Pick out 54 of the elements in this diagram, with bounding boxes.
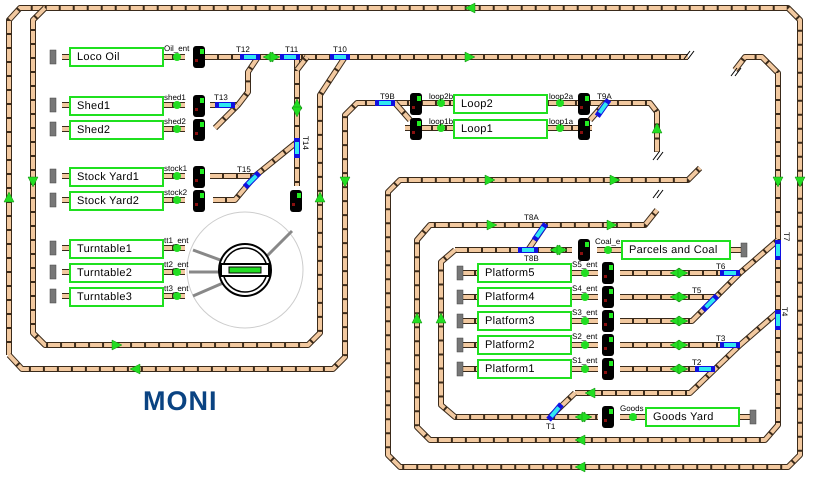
track-label: loop1a (549, 117, 574, 126)
track-label: T13 (214, 93, 228, 102)
track-label: T11 (285, 45, 298, 54)
track-label: T8A (524, 213, 539, 222)
track-label: Goods (620, 404, 644, 413)
track-label: tt2_ent (164, 260, 188, 269)
track-label: Coal_e (595, 237, 620, 246)
siding-box: Shed1 (69, 96, 164, 116)
turnout-label: T7 (782, 232, 791, 242)
siding-box: Stock Yard1 (69, 167, 164, 187)
track-label: stock2 (164, 188, 188, 197)
turnout-label: T4 (780, 307, 789, 316)
siding-box: Turntable2 (69, 263, 164, 283)
siding-box: Goods Yard (645, 407, 740, 427)
track-label: S1_ent (572, 356, 598, 365)
track-label: shed2 (164, 117, 186, 126)
siding-box: Loop1 (453, 119, 548, 139)
siding-box: Parcels and Coal (621, 240, 731, 260)
track-label: tt1_ent (164, 236, 188, 245)
track-label: shed1 (164, 93, 186, 102)
siding-box: Platform2 (477, 335, 572, 355)
layout-title: MONI (143, 386, 218, 417)
track-label: T8B (524, 254, 539, 263)
track-label: T10 (333, 45, 347, 54)
track-label: T3 (716, 334, 726, 343)
track-label: T15 (237, 165, 251, 174)
track-label: loop2a (549, 92, 574, 101)
track-label: S3_ent (572, 308, 598, 317)
track-label: stock1 (164, 164, 188, 173)
track-label: T6 (716, 262, 726, 271)
siding-box: Loco Oil (69, 47, 164, 67)
track-label: T2 (692, 358, 702, 367)
track-label: T5 (692, 286, 702, 295)
siding-box: Stock Yard2 (69, 191, 164, 211)
track-label: loop1b (429, 117, 454, 126)
siding-box: Loop2 (453, 94, 548, 114)
siding-box: Turntable3 (69, 287, 164, 307)
siding-box: Platform1 (477, 359, 572, 379)
track-label: S4_ent (572, 284, 598, 293)
track-label: Oil_ent (164, 44, 190, 53)
siding-box: Platform4 (477, 287, 572, 307)
siding-box: Platform5 (477, 263, 572, 283)
siding-box: Shed2 (69, 120, 164, 140)
track-label: S5_ent (572, 260, 598, 269)
siding-box: Turntable1 (69, 239, 164, 259)
track-label: T1 (546, 422, 556, 431)
track-label: S2_ent (572, 332, 598, 341)
track-label: T9A (597, 92, 612, 101)
track-label: loop2b (429, 92, 454, 101)
track-label: T9B (380, 92, 395, 101)
siding-box: Platform3 (477, 311, 572, 331)
track-label: tt3_ent (164, 284, 188, 293)
turnout-label: T14 (301, 136, 310, 150)
track-label: T12 (236, 45, 250, 54)
